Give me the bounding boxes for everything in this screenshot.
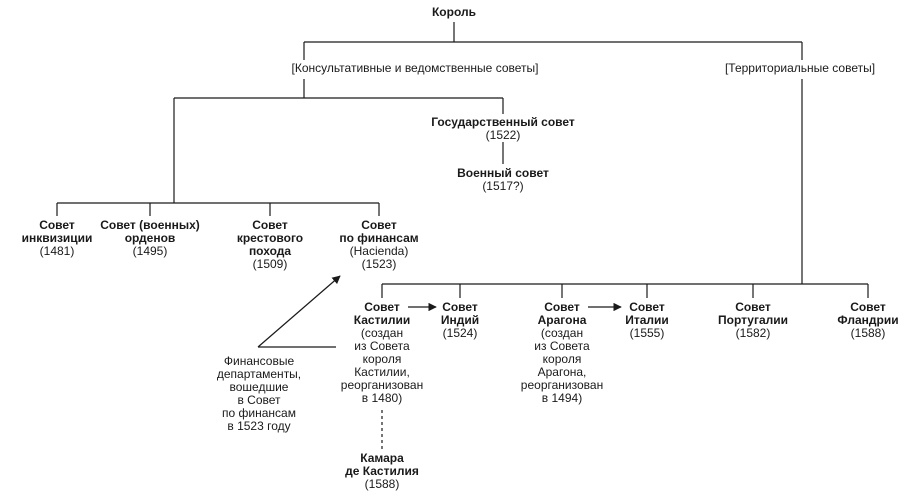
- flanders-council-year: (1588): [850, 326, 886, 340]
- crusade-council-title-3: похода: [248, 244, 292, 258]
- state-council-title: Государственный совет: [431, 115, 575, 129]
- inquisition-council: Совет инквизиции (1481): [7, 219, 107, 258]
- indies-council-year: (1524): [442, 326, 478, 340]
- orders-council-title-1: Совет (военных): [100, 218, 200, 232]
- aragon-council-title-1: Совет: [544, 300, 580, 314]
- italy-council-title-1: Совет: [629, 300, 665, 314]
- finance-note-line-6: в 1523 году: [227, 419, 291, 433]
- indies-council-title-1: Совет: [442, 300, 478, 314]
- italy-council-title-2: Италии: [625, 313, 669, 327]
- crusade-council-title-2: крестового: [236, 231, 304, 245]
- flanders-council-title-1: Совет: [850, 300, 886, 314]
- orders-council: Совет (военных) орденов (1495): [90, 219, 210, 258]
- finance-council-title-1: Совет: [361, 218, 397, 232]
- portugal-council-year: (1582): [735, 326, 771, 340]
- state-council-year: (1522): [485, 128, 521, 142]
- finance-council: Совет по финансам (Hacienda) (1523): [324, 219, 434, 271]
- crusade-council-title-1: Совет: [252, 218, 288, 232]
- flanders-council: Совет Фландрии (1588): [826, 301, 908, 340]
- castile-council-sub-2: из Совета: [354, 339, 410, 353]
- castile-council: Совет Кастилии (создан из Совета короля …: [327, 301, 437, 405]
- aragon-council-sub-2: из Совета: [534, 339, 590, 353]
- war-council: Военный совет (1517?): [423, 167, 583, 193]
- crusade-council: Совет крестового похода (1509): [220, 219, 320, 271]
- inquisition-council-title-1: Совет: [39, 218, 75, 232]
- orders-council-title-2: орденов: [124, 231, 176, 245]
- castile-council-title-2: Кастилии: [353, 313, 411, 327]
- finance-council-sub-1: (Hacienda): [349, 244, 409, 258]
- orders-council-year: (1495): [132, 244, 168, 258]
- camara-title-2: де Кастилия: [345, 464, 419, 478]
- state-council: Государственный совет (1522): [403, 116, 603, 142]
- indies-council-title-2: Индий: [440, 313, 480, 327]
- crusade-council-year: (1509): [252, 257, 288, 271]
- aragon-council-sub-5: реорганизован: [520, 378, 604, 392]
- consultative-group-label: [Консультативные и ведомственные советы]: [291, 61, 539, 75]
- indies-council: Совет Индий (1524): [420, 301, 500, 340]
- flanders-council-title-2: Фландрии: [837, 313, 899, 327]
- castile-council-sub-4: Кастилии,: [354, 365, 410, 379]
- camara-year: (1588): [364, 477, 400, 491]
- finance-note-line-1: Финансовые: [223, 354, 295, 368]
- aragon-council-sub-3: короля: [542, 352, 582, 366]
- aragon-council-sub-1: (создан: [540, 326, 584, 340]
- castile-council-sub-5: реорганизован: [340, 378, 424, 392]
- aragon-council: Совет Арагона (создан из Совета короля А…: [507, 301, 617, 405]
- portugal-council-title-1: Совет: [735, 300, 771, 314]
- castile-council-sub-1: (создан: [360, 326, 404, 340]
- territorial-group-label: [Территориальные советы]: [724, 61, 876, 75]
- italy-council: Совет Италии (1555): [607, 301, 687, 340]
- castile-council-title-1: Совет: [364, 300, 400, 314]
- king-title: Король: [431, 5, 476, 19]
- finance-departments-note: Финансовые департаменты, вошедшие в Сове…: [199, 355, 319, 433]
- war-council-title: Военный совет: [457, 166, 549, 180]
- castile-council-sub-6: в 1480): [361, 391, 403, 405]
- finance-note-line-2: департаменты,: [216, 367, 302, 381]
- aragon-council-sub-6: в 1494): [541, 391, 583, 405]
- castile-council-sub-3: короля: [362, 352, 402, 366]
- finance-note-line-3: вошедшие: [229, 380, 289, 394]
- aragon-council-title-2: Арагона: [537, 313, 587, 327]
- finance-note-line-4: в Совет: [237, 393, 281, 407]
- war-council-year: (1517?): [482, 179, 524, 193]
- aragon-council-sub-4: Арагона,: [537, 365, 587, 379]
- finance-council-sub-2: (1523): [361, 257, 397, 271]
- camara-castilla: Камара де Кастилия (1588): [322, 452, 442, 491]
- finance-council-title-2: по финансам: [339, 231, 419, 245]
- italy-council-year: (1555): [629, 326, 665, 340]
- portugal-council-title-2: Португалии: [717, 313, 789, 327]
- inquisition-council-year: (1481): [39, 244, 75, 258]
- finance-note-line-5: по финансам: [222, 406, 296, 420]
- inquisition-council-title-2: инквизиции: [21, 231, 93, 245]
- camara-title-1: Камара: [360, 451, 404, 465]
- portugal-council: Совет Португалии (1582): [703, 301, 803, 340]
